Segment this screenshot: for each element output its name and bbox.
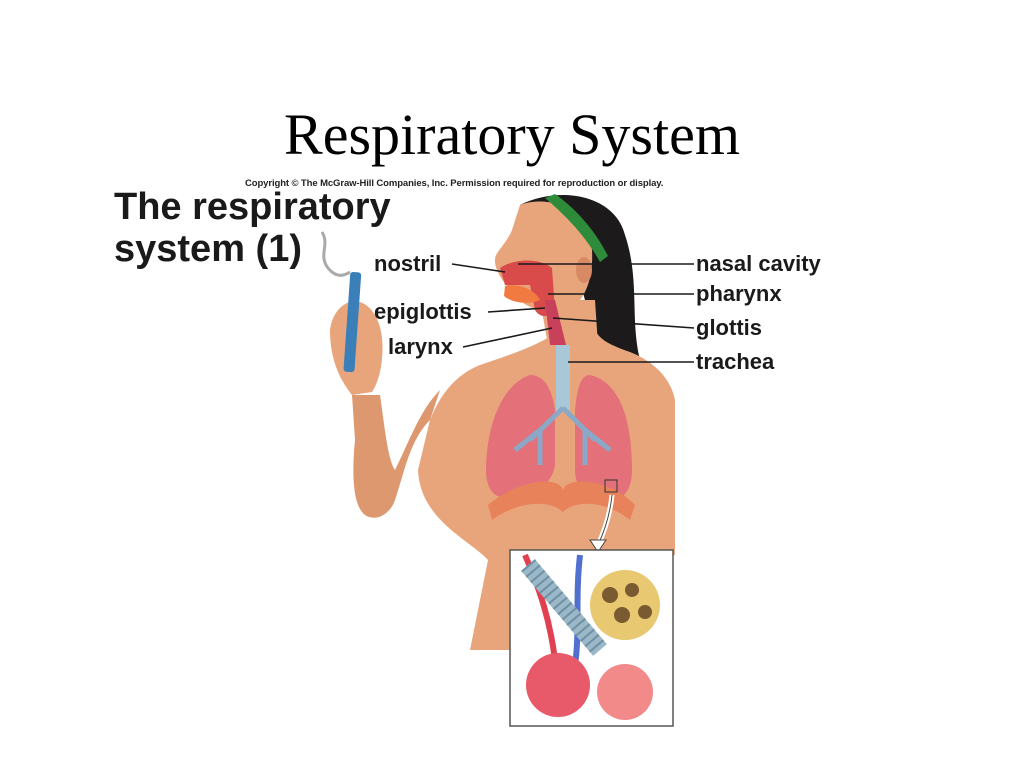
- alveolus-hole-4: [638, 605, 652, 619]
- glottis-leader: [552, 317, 695, 329]
- inset-bronchiole-rings: [521, 559, 607, 656]
- right-lung: [575, 375, 632, 501]
- slide-title: Respiratory System: [284, 102, 740, 167]
- larynx-tube: [545, 300, 566, 345]
- ear: [576, 257, 592, 283]
- zoom-arrowhead: [589, 539, 607, 553]
- bronchial-tree: [513, 406, 612, 465]
- arm: [352, 390, 440, 518]
- zoom-marker: [604, 479, 618, 493]
- alveolar-cluster-left: [526, 653, 590, 717]
- copyright-notice: Copyright © The McGraw-Hill Companies, I…: [245, 178, 664, 189]
- alveolar-cluster-right: [597, 664, 653, 720]
- nasal-cavity-cutaway: [500, 260, 555, 316]
- hand: [330, 301, 383, 395]
- mouth-cutaway: [504, 285, 540, 303]
- left-lung: [486, 375, 555, 499]
- headband: [545, 194, 608, 262]
- alveolus-hole-1: [602, 587, 618, 603]
- figure-title-line-1: The respiratory: [114, 186, 391, 228]
- label-nasal-cavity: nasal cavity: [696, 251, 821, 276]
- smoke-wisp: [320, 231, 351, 277]
- label-pharynx: pharynx: [696, 281, 782, 306]
- alveolus-hole-3: [614, 607, 630, 623]
- figure-title: The respiratory system (1): [114, 186, 391, 270]
- trachea: [556, 345, 570, 410]
- label-trachea: trachea: [696, 349, 775, 374]
- label-larynx: larynx: [388, 334, 453, 359]
- figure-title-line-2: system (1): [114, 228, 302, 270]
- epiglottis-leader: [487, 307, 546, 313]
- alveolar-cluster-cutaway: [590, 570, 660, 640]
- cigarette: [343, 271, 362, 373]
- label-glottis: glottis: [696, 315, 762, 340]
- label-epiglottis: epiglottis: [374, 299, 472, 324]
- nostril-leader: [451, 263, 506, 273]
- alveolus-hole-2: [625, 583, 639, 597]
- larynx-leader: [462, 327, 553, 348]
- label-nostril: nostril: [374, 251, 442, 276]
- diaphragm: [488, 481, 635, 520]
